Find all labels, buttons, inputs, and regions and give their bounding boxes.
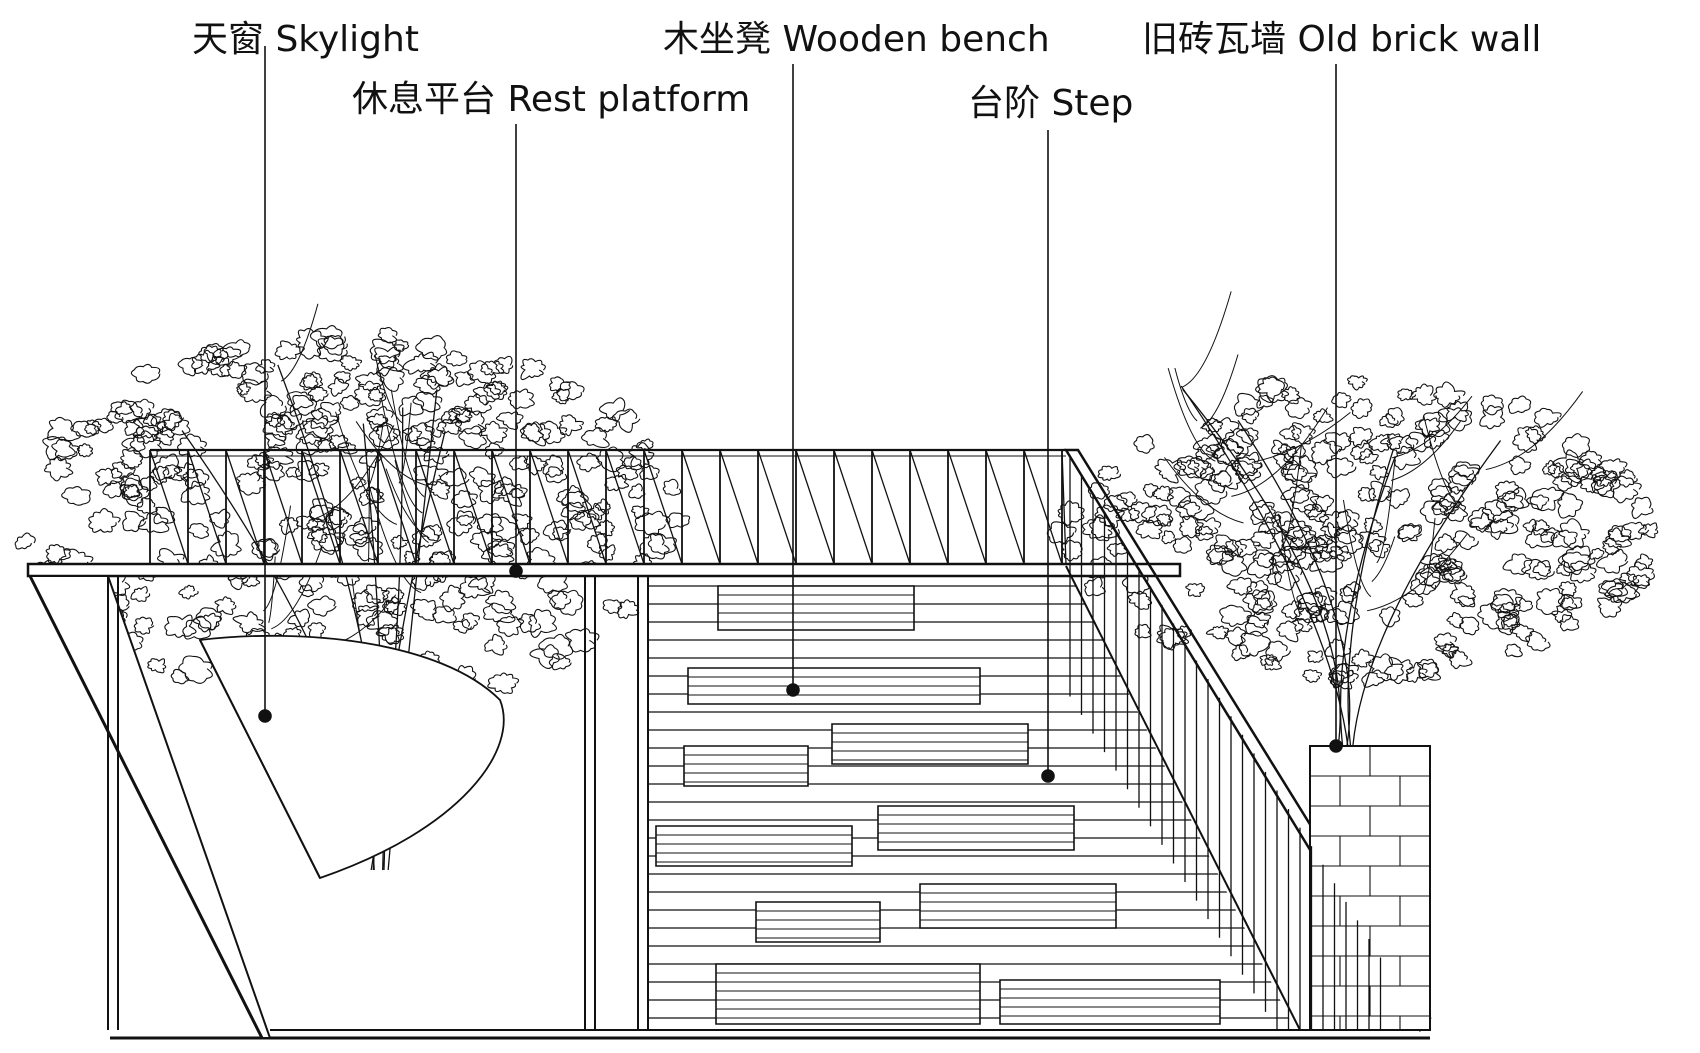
- label-wooden-bench: 木坐凳 Wooden bench: [663, 19, 1050, 60]
- wooden-bench: [1000, 980, 1220, 1024]
- tree-right: [1047, 291, 1657, 746]
- label-old-brick-wall: 旧砖瓦墙 Old brick wall: [1142, 19, 1542, 60]
- leader-dot-step: [1041, 769, 1055, 783]
- wooden-bench: [832, 724, 1028, 764]
- brick-pattern: [1310, 746, 1430, 1030]
- railing: [150, 450, 1066, 564]
- structure: [28, 450, 1430, 1038]
- label-skylight: 天窗 Skylight: [192, 19, 419, 60]
- label-step: 台阶 Step: [968, 83, 1134, 124]
- wooden-bench: [656, 826, 852, 866]
- wooden-bench: [920, 884, 1116, 928]
- wooden-bench: [684, 746, 808, 786]
- benches: [656, 586, 1220, 1024]
- skylight: [200, 636, 504, 878]
- wooden-bench: [716, 964, 980, 1024]
- leader-dot-rest-platform: [509, 564, 523, 578]
- wooden-bench: [756, 902, 880, 942]
- leader-dot-wooden-bench: [786, 683, 800, 697]
- wooden-bench: [718, 586, 914, 630]
- label-rest-platform: 休息平台 Rest platform: [352, 79, 751, 120]
- stair-balusters: [1070, 456, 1381, 1030]
- leader-dot-skylight: [258, 709, 272, 723]
- wooden-bench: [878, 806, 1074, 850]
- leader-lines: [258, 46, 1343, 783]
- leader-dot-old-brick-wall: [1329, 739, 1343, 753]
- wooden-bench: [688, 668, 980, 704]
